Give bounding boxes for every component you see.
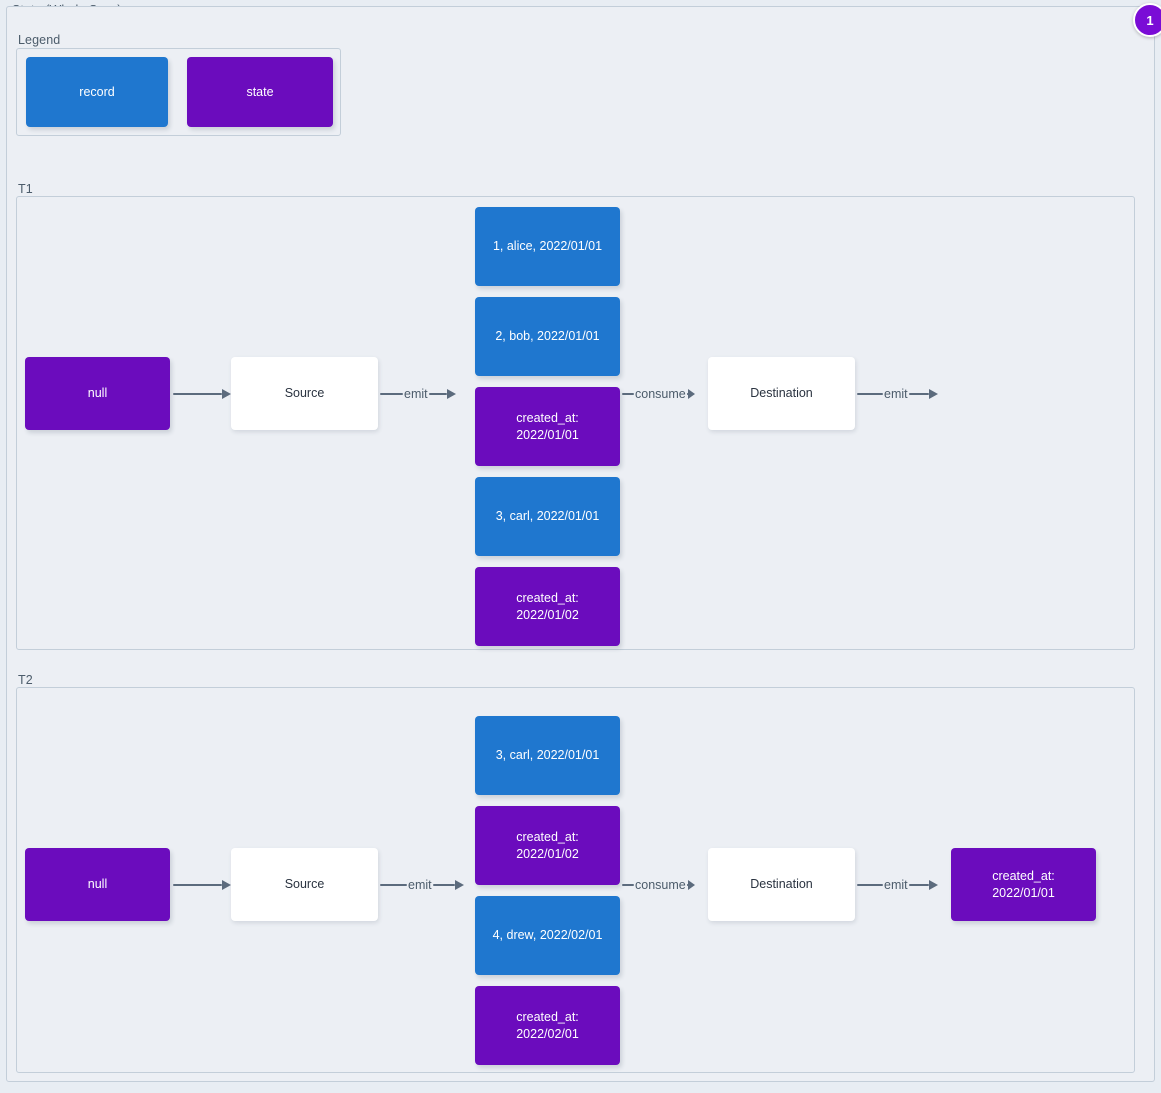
t1-edge-dest-emit: emit bbox=[857, 383, 938, 405]
t1-stream-item-3: 3, carl, 2022/01/01 bbox=[475, 477, 620, 556]
t2-edge-dest-emit: emit bbox=[857, 874, 938, 896]
t1-edge-label-consume: consume bbox=[635, 387, 686, 401]
t1-edge-label-dest-emit: emit bbox=[884, 387, 908, 401]
t1-destination-node: Destination bbox=[708, 357, 855, 430]
group-label-t1: T1 bbox=[18, 182, 33, 196]
status-badge[interactable]: 1 bbox=[1133, 3, 1161, 37]
legend-swatch-state: state bbox=[187, 57, 333, 127]
t2-edge-label-emit: emit bbox=[408, 878, 432, 892]
t1-edge-label-emit: emit bbox=[404, 387, 428, 401]
t1-edge-source-emit: emit bbox=[380, 383, 456, 405]
t2-edge-consume: consume bbox=[622, 874, 695, 896]
t2-stream-item-3: created_at: 2022/02/01 bbox=[475, 986, 620, 1065]
t2-edge-source-emit: emit bbox=[380, 874, 464, 896]
t2-edge-state-to-source bbox=[173, 874, 231, 896]
t2-stream-item-0: 3, carl, 2022/01/01 bbox=[475, 716, 620, 795]
t2-stream-item-2: 4, drew, 2022/02/01 bbox=[475, 896, 620, 975]
t2-edge-label-consume: consume bbox=[635, 878, 686, 892]
t2-destination-node: Destination bbox=[708, 848, 855, 921]
t1-stream-item-1: 2, bob, 2022/01/01 bbox=[475, 297, 620, 376]
t1-start-state-node: null bbox=[25, 357, 170, 430]
group-label-t2: T2 bbox=[18, 673, 33, 687]
t1-edge-consume: consume bbox=[622, 383, 695, 405]
legend-label: Legend bbox=[18, 33, 61, 47]
t1-source-node: Source bbox=[231, 357, 378, 430]
t1-stream-item-2: created_at: 2022/01/01 bbox=[475, 387, 620, 466]
t2-source-node: Source bbox=[231, 848, 378, 921]
t1-stream-item-4: created_at: 2022/01/02 bbox=[475, 567, 620, 646]
t2-stream-item-1: created_at: 2022/01/02 bbox=[475, 806, 620, 885]
t2-edge-label-dest-emit: emit bbox=[884, 878, 908, 892]
t2-output-state-node: created_at: 2022/01/01 bbox=[951, 848, 1096, 921]
t1-stream-item-0: 1, alice, 2022/01/01 bbox=[475, 207, 620, 286]
t2-start-state-node: null bbox=[25, 848, 170, 921]
t1-edge-state-to-source bbox=[173, 383, 231, 405]
legend-swatch-record: record bbox=[26, 57, 168, 127]
